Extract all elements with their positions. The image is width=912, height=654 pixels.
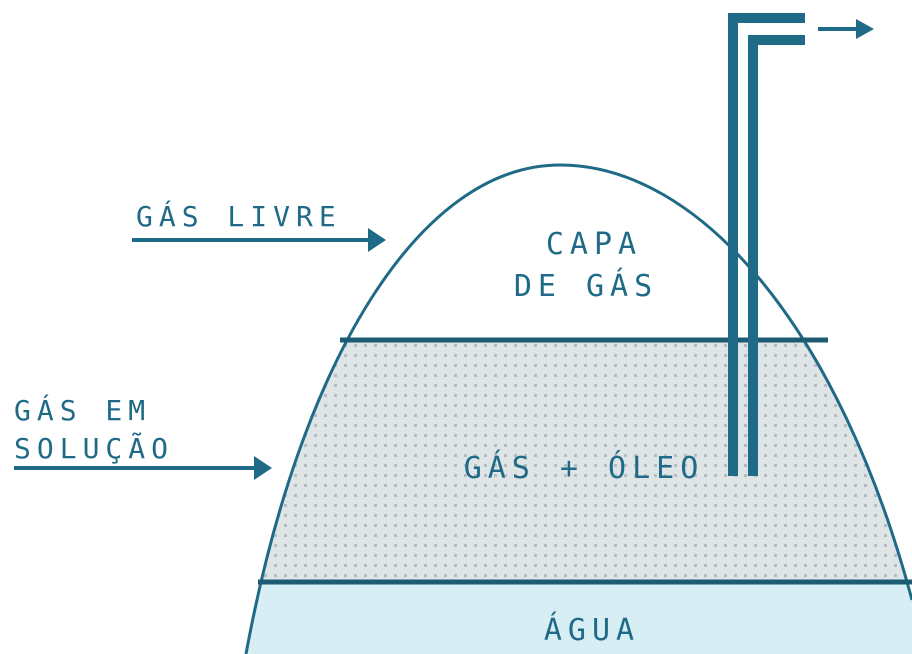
gas-oil-zone <box>246 340 912 582</box>
gas-oil-zone-label: GÁS + ÓLEO <box>464 449 705 486</box>
well-pipe-inner <box>748 35 805 476</box>
dissolved-gas-label-line2: SOLUÇÃO <box>14 432 174 465</box>
dissolved-gas-arrow-icon <box>254 456 272 480</box>
reservoir-dome-outline <box>244 163 912 654</box>
gas-cap-label-line2: DE GÁS <box>514 268 658 304</box>
water-zone <box>246 582 912 654</box>
zones-group <box>246 340 912 654</box>
free-gas-label: GÁS LIVRE <box>136 199 342 233</box>
dissolved-gas-label-line1: GÁS EM <box>14 393 151 427</box>
free-gas-arrow-icon <box>368 228 386 252</box>
gas-cap-label-line1: CAPA <box>546 227 642 262</box>
output-arrow-icon <box>856 19 874 39</box>
well-pipe-outer <box>728 13 805 476</box>
water-zone-label: ÁGUA <box>544 612 640 648</box>
